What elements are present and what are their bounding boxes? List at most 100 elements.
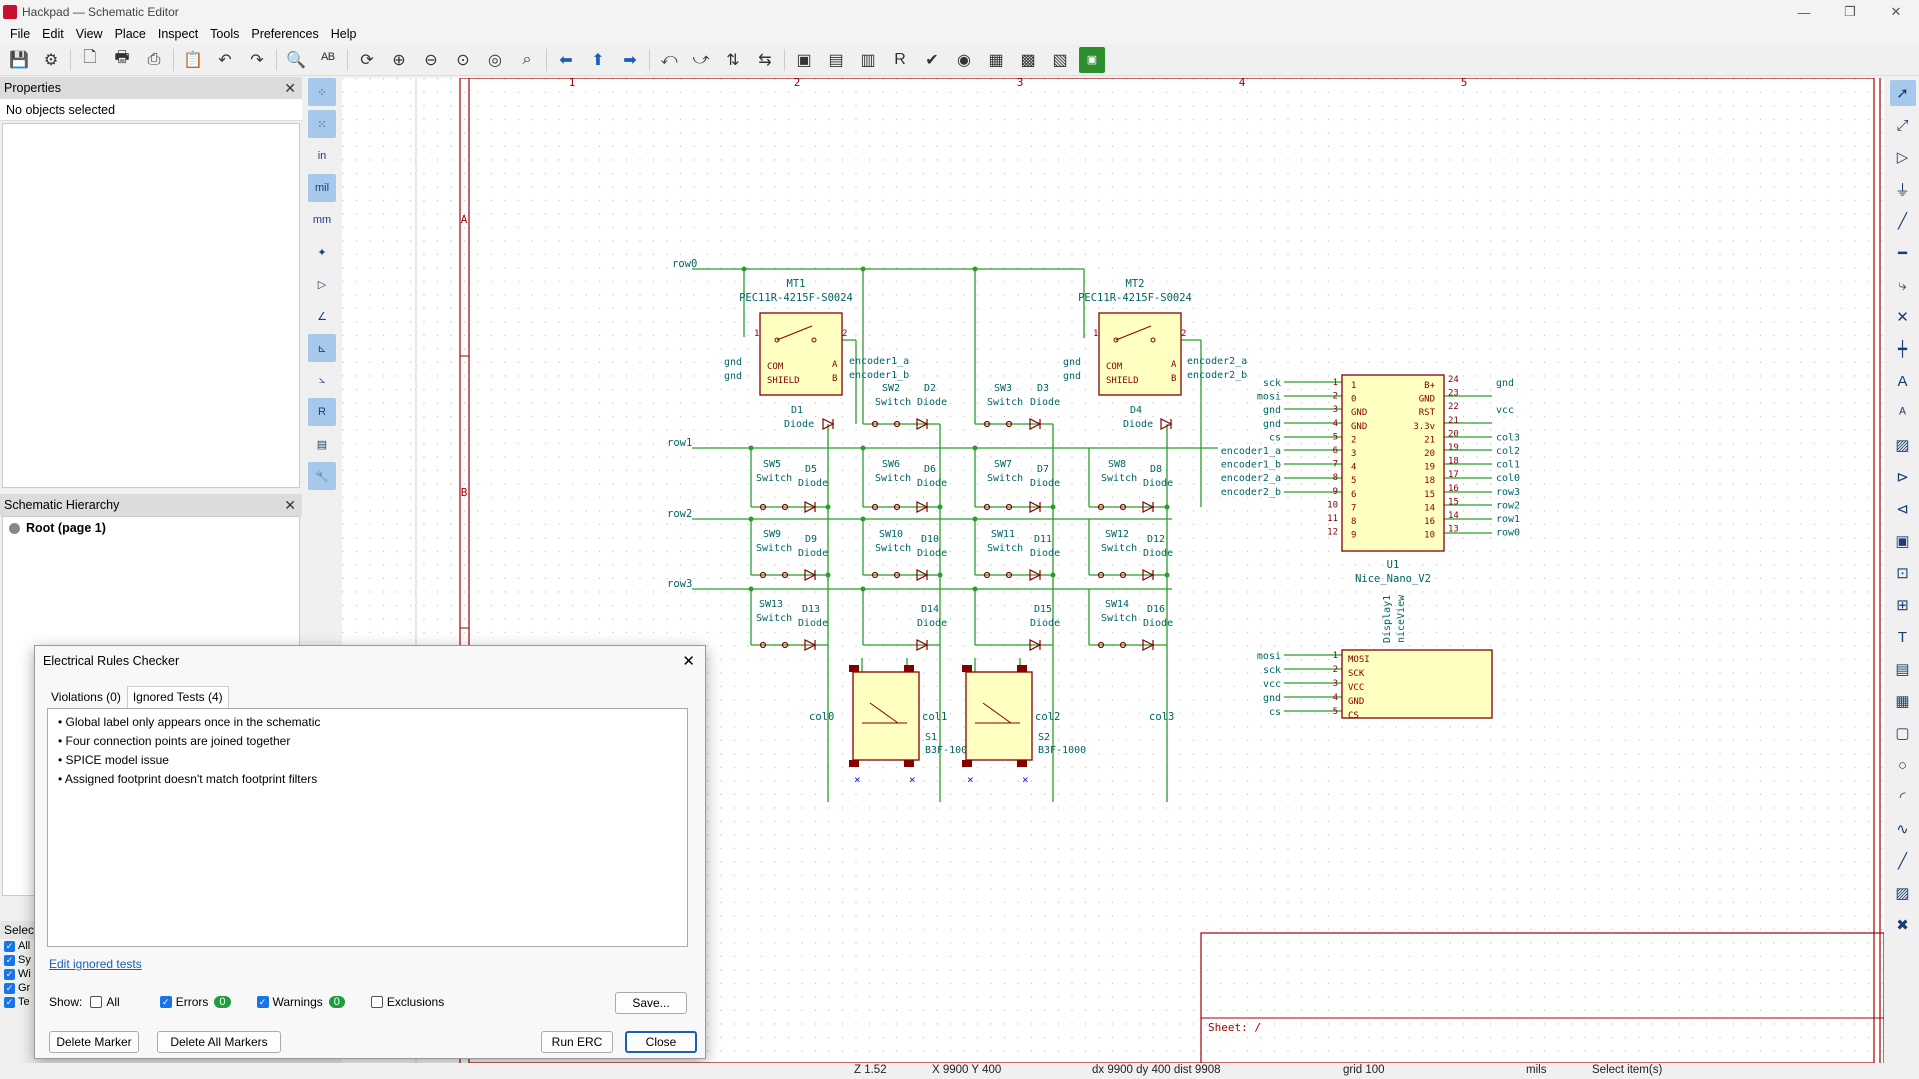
save-icon[interactable]: 💾 — [6, 47, 32, 73]
maximize-button[interactable]: ❐ — [1827, 0, 1873, 24]
zoom-out-icon[interactable]: ⊖ — [418, 47, 444, 73]
menu-preferences[interactable]: Preferences — [245, 27, 324, 41]
plot-icon[interactable]: ⎙ — [141, 47, 167, 73]
warnings-checkbox[interactable]: ✓ — [257, 996, 269, 1008]
tab-ignored-tests[interactable]: Ignored Tests (4) — [127, 686, 229, 708]
cursor-icon[interactable]: ✦ — [308, 238, 336, 266]
menu-view[interactable]: View — [70, 27, 109, 41]
mirror-vertical-icon[interactable]: ⇅ — [720, 47, 746, 73]
save-button[interactable]: Save... — [615, 992, 687, 1014]
menu-file[interactable]: File — [4, 27, 36, 41]
find-replace-icon[interactable]: ᴬᴮ — [315, 47, 341, 73]
symbol-editor-icon[interactable]: ▣ — [791, 47, 817, 73]
open-pcb-editor-icon[interactable]: ▣ — [1079, 47, 1105, 73]
annotate-icon[interactable]: R — [887, 47, 913, 73]
add-net-class-icon[interactable]: ᴬ — [1890, 400, 1916, 426]
units-inch-button[interactable]: in — [308, 142, 336, 170]
zoom-in-icon[interactable]: ⊕ — [386, 47, 412, 73]
menu-edit[interactable]: Edit — [36, 27, 70, 41]
tab-violations[interactable]: Violations (0) — [45, 686, 127, 708]
exclusions-checkbox[interactable] — [371, 996, 383, 1008]
add-rule-area-icon[interactable]: ▨ — [1890, 432, 1916, 458]
close-icon[interactable]: ✕ — [284, 497, 296, 514]
mirror-horizontal-icon[interactable]: ⇆ — [752, 47, 778, 73]
navigate-forward-icon[interactable]: ➡ — [617, 47, 643, 73]
undo-icon[interactable]: ↶ — [212, 47, 238, 73]
show-hidden-pins-icon[interactable]: ▷ — [308, 270, 336, 298]
list-item[interactable]: • Four connection points are joined toge… — [58, 732, 677, 751]
highlight-net-icon[interactable]: ⤢ — [1890, 112, 1916, 138]
find-icon[interactable]: 🔍 — [283, 47, 309, 73]
add-text-icon[interactable]: T — [1890, 624, 1916, 650]
filter-all[interactable]: ✓All — [0, 939, 36, 953]
menu-help[interactable]: Help — [325, 27, 363, 41]
rotate-cw-icon[interactable]: ⤻ — [688, 47, 714, 73]
run-erc-button[interactable]: Run ERC — [541, 1031, 613, 1053]
hierarchy-root-item[interactable]: Root (page 1) — [9, 521, 293, 535]
hierarchy-navigator-icon[interactable]: ▤ — [308, 430, 336, 458]
add-symbol-icon[interactable]: ▷ — [1890, 144, 1916, 170]
add-junction-icon[interactable]: ┿ — [1890, 336, 1916, 362]
list-item[interactable]: • SPICE model issue — [58, 751, 677, 770]
page-settings-icon[interactable]: 🗋 — [77, 47, 103, 73]
add-label-icon[interactable]: A — [1890, 368, 1916, 394]
edit-ignored-tests-link[interactable]: Edit ignored tests — [49, 957, 142, 971]
list-item[interactable]: • Assigned footprint doesn't match footp… — [58, 770, 677, 789]
add-hier-label-icon[interactable]: ⊲ — [1890, 496, 1916, 522]
symbol-browser-icon[interactable]: ▤ — [823, 47, 849, 73]
add-circle-icon[interactable]: ○ — [1890, 752, 1916, 778]
line-mode-free-icon[interactable]: ∠ — [308, 302, 336, 330]
print-icon[interactable]: 🖶 — [109, 47, 135, 73]
menu-place[interactable]: Place — [109, 27, 152, 41]
symbol-fields-table-icon[interactable]: ▩ — [1015, 47, 1041, 73]
close-icon[interactable]: ✕ — [284, 80, 296, 97]
add-line-icon[interactable]: ╱ — [1890, 848, 1916, 874]
line-mode-45-icon[interactable]: ⦣ — [308, 366, 336, 394]
add-rectangle-icon[interactable]: ▢ — [1890, 720, 1916, 746]
zoom-selection-icon[interactable]: ⌕ — [514, 47, 540, 73]
menu-tools[interactable]: Tools — [204, 27, 245, 41]
footprint-editor-icon[interactable]: ▥ — [855, 47, 881, 73]
filter-symbols[interactable]: ✓Sy — [0, 953, 36, 967]
add-sheet-icon[interactable]: ▣ — [1890, 528, 1916, 554]
minimize-button[interactable]: — — [1781, 0, 1827, 24]
add-sheet-pin-icon[interactable]: ⊞ — [1890, 592, 1916, 618]
close-icon[interactable]: ✕ — [682, 652, 695, 670]
list-item[interactable]: • Global label only appears once in the … — [58, 713, 677, 732]
annotation-icon[interactable]: R — [308, 398, 336, 426]
grid-dots-icon[interactable]: ⁘ — [308, 78, 336, 106]
add-image-icon[interactable]: ▨ — [1890, 880, 1916, 906]
delete-marker-button[interactable]: Delete Marker — [49, 1031, 139, 1053]
add-bus-icon[interactable]: ━ — [1890, 240, 1916, 266]
all-checkbox[interactable] — [90, 996, 102, 1008]
simulator-icon[interactable]: ◉ — [951, 47, 977, 73]
add-global-label-icon[interactable]: ⊳ — [1890, 464, 1916, 490]
errors-checkbox[interactable]: ✓ — [160, 996, 172, 1008]
close-window-button[interactable]: ✕ — [1873, 0, 1919, 24]
properties-panel-icon[interactable]: 🔧 — [308, 462, 336, 490]
units-mil-button[interactable]: mil — [308, 174, 336, 202]
delete-tool-icon[interactable]: ✖ — [1890, 912, 1916, 938]
units-mm-button[interactable]: mm — [308, 206, 336, 234]
rotate-ccw-icon[interactable]: ⤺ — [656, 47, 682, 73]
navigate-back-icon[interactable]: ⬅ — [553, 47, 579, 73]
add-bezier-icon[interactable]: ∿ — [1890, 816, 1916, 842]
schematic-setup-icon[interactable]: ⚙ — [38, 47, 64, 73]
add-power-icon[interactable]: ⏚ — [1890, 176, 1916, 202]
redo-icon[interactable]: ↷ — [244, 47, 270, 73]
add-bus-entry-icon[interactable]: ⤷ — [1890, 272, 1916, 298]
add-table-icon[interactable]: ▦ — [1890, 688, 1916, 714]
add-wire-icon[interactable]: ╱ — [1890, 208, 1916, 234]
delete-all-markers-button[interactable]: Delete All Markers — [157, 1031, 281, 1053]
grid-overrides-icon[interactable]: ⁙ — [308, 110, 336, 138]
close-button[interactable]: Close — [625, 1031, 697, 1053]
assign-footprints-icon[interactable]: ▦ — [983, 47, 1009, 73]
menu-inspect[interactable]: Inspect — [152, 27, 204, 41]
navigate-up-icon[interactable]: ⬆ — [585, 47, 611, 73]
filter-text[interactable]: ✓Te — [0, 995, 36, 1009]
zoom-objects-icon[interactable]: ◎ — [482, 47, 508, 73]
zoom-fit-icon[interactable]: ⊙ — [450, 47, 476, 73]
erc-icon[interactable]: ✔ — [919, 47, 945, 73]
refresh-icon[interactable]: ⟳ — [354, 47, 380, 73]
add-arc-icon[interactable]: ◜ — [1890, 784, 1916, 810]
